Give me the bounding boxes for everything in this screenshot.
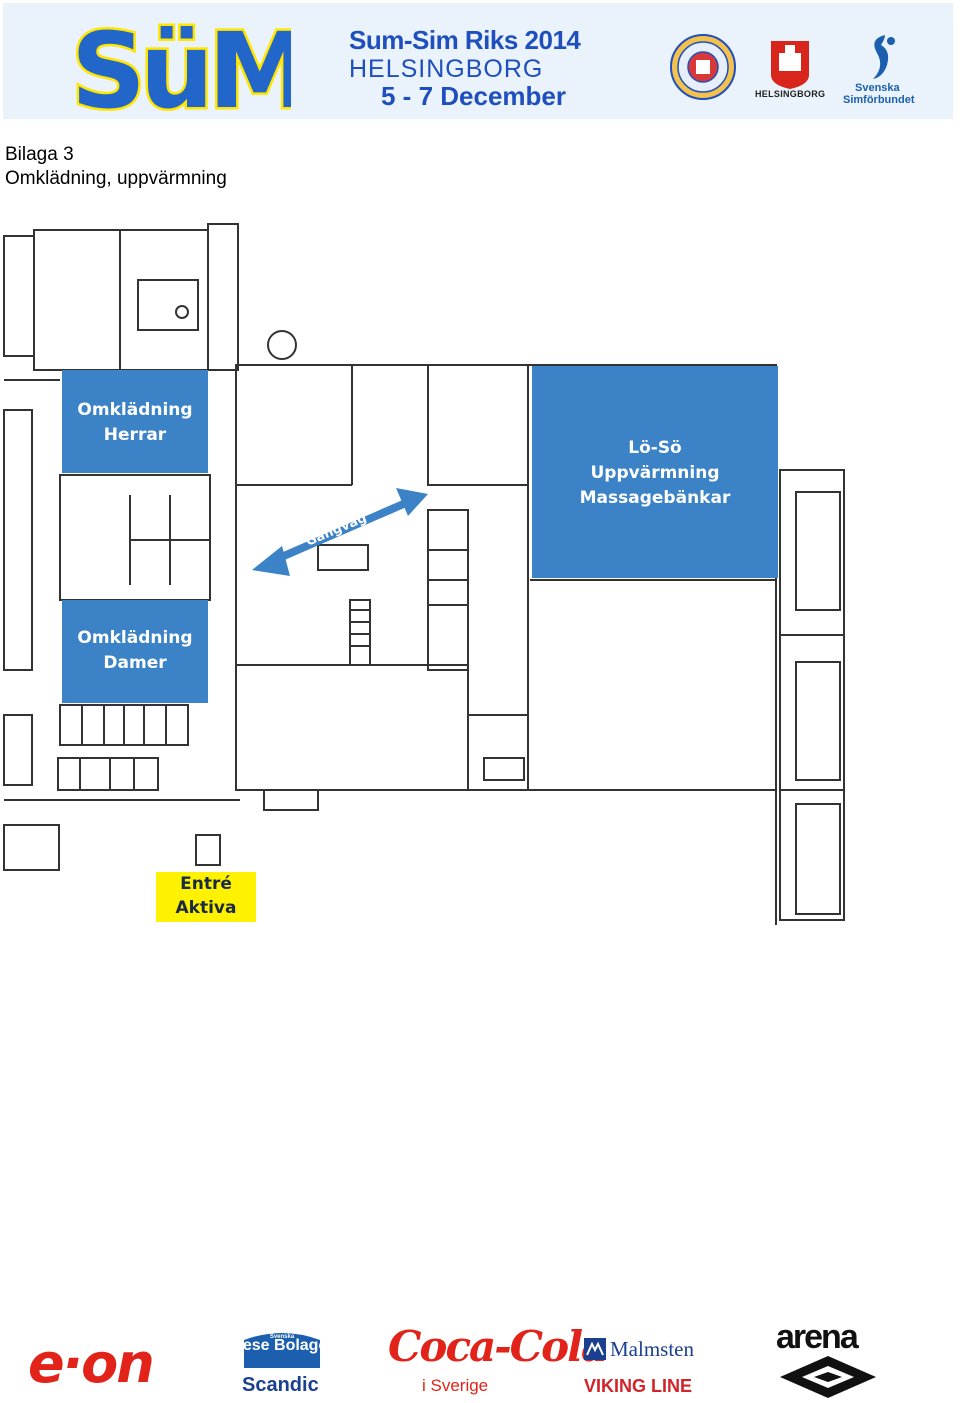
sponsor-cocacola-sub: i Sverige (422, 1376, 489, 1395)
sponsor-resebolaget-badge: Rese Bolaget Svenska (240, 1333, 324, 1368)
document-subject: Omklädning, uppvärmning (5, 168, 227, 189)
sponsor-vikingline: VIKING LINE (584, 1376, 693, 1396)
swimming-federation-icon (873, 35, 895, 79)
zone-changing-men: Omklädning Herrar (62, 370, 208, 473)
sponsor-cocacola: Coca-Cola (388, 1322, 608, 1371)
plan-wall (3, 235, 35, 357)
sponsor-rese-top: Svenska (270, 1334, 295, 1340)
zone-women-line1: Omklädning (77, 628, 193, 648)
sum-logo-text: SüM (71, 17, 291, 113)
entrance-line2: Aktiva (175, 898, 237, 918)
floor-plan: Gångväg (3, 223, 845, 925)
malmsten-icon (584, 1338, 606, 1360)
zone-warmup-line1: Lö-Sö (628, 438, 682, 458)
helsingborg-caption: HELSINGBORG (755, 89, 826, 99)
ssf-line1: Svenska (855, 82, 900, 94)
walkway-label: Gångväg (304, 511, 369, 550)
ssf-line2: Simförbundet (843, 94, 915, 106)
zone-warmup-line2: Uppvärmning (590, 463, 720, 483)
arena-diamond-icon (780, 1356, 876, 1398)
zone-changing-women: Omklädning Damer (62, 600, 208, 703)
event-date: 5 - 7 December (381, 81, 566, 111)
club-seal-icon (670, 34, 736, 100)
walkway-arrow (252, 488, 428, 576)
zone-warmup-line3: Massagebänkar (579, 488, 731, 508)
plan-wall (3, 714, 33, 786)
event-city: HELSINGBORG (349, 55, 544, 83)
zone-warmup: Lö-Sö Uppvärmning Massagebänkar (532, 366, 778, 578)
sum-logo: SüM (69, 17, 291, 113)
zone-women-line2: Damer (103, 653, 167, 673)
sponsor-malmsten: Malmsten (610, 1337, 694, 1361)
sponsor-eon: e·on (28, 1332, 155, 1395)
plan-wall (3, 409, 33, 671)
attachment-label: Bilaga 3 (5, 144, 74, 165)
event-header: SüM Sum-Sim Riks 2014 HELSINGBORG 5 - 7 … (3, 3, 953, 119)
sponsor-scandic: Scandic (242, 1374, 319, 1396)
helsingborg-crest-icon (771, 41, 809, 89)
event-title: Sum-Sim Riks 2014 (349, 25, 581, 55)
entrance-athletes: Entré Aktiva (156, 872, 256, 922)
entrance-line1: Entré (180, 874, 232, 894)
sponsor-rese-text: Rese Bolaget (240, 1337, 324, 1354)
zone-men-line2: Herrar (103, 425, 167, 445)
sponsor-arena: arena (776, 1318, 859, 1356)
zone-men-line1: Omklädning (77, 400, 193, 420)
